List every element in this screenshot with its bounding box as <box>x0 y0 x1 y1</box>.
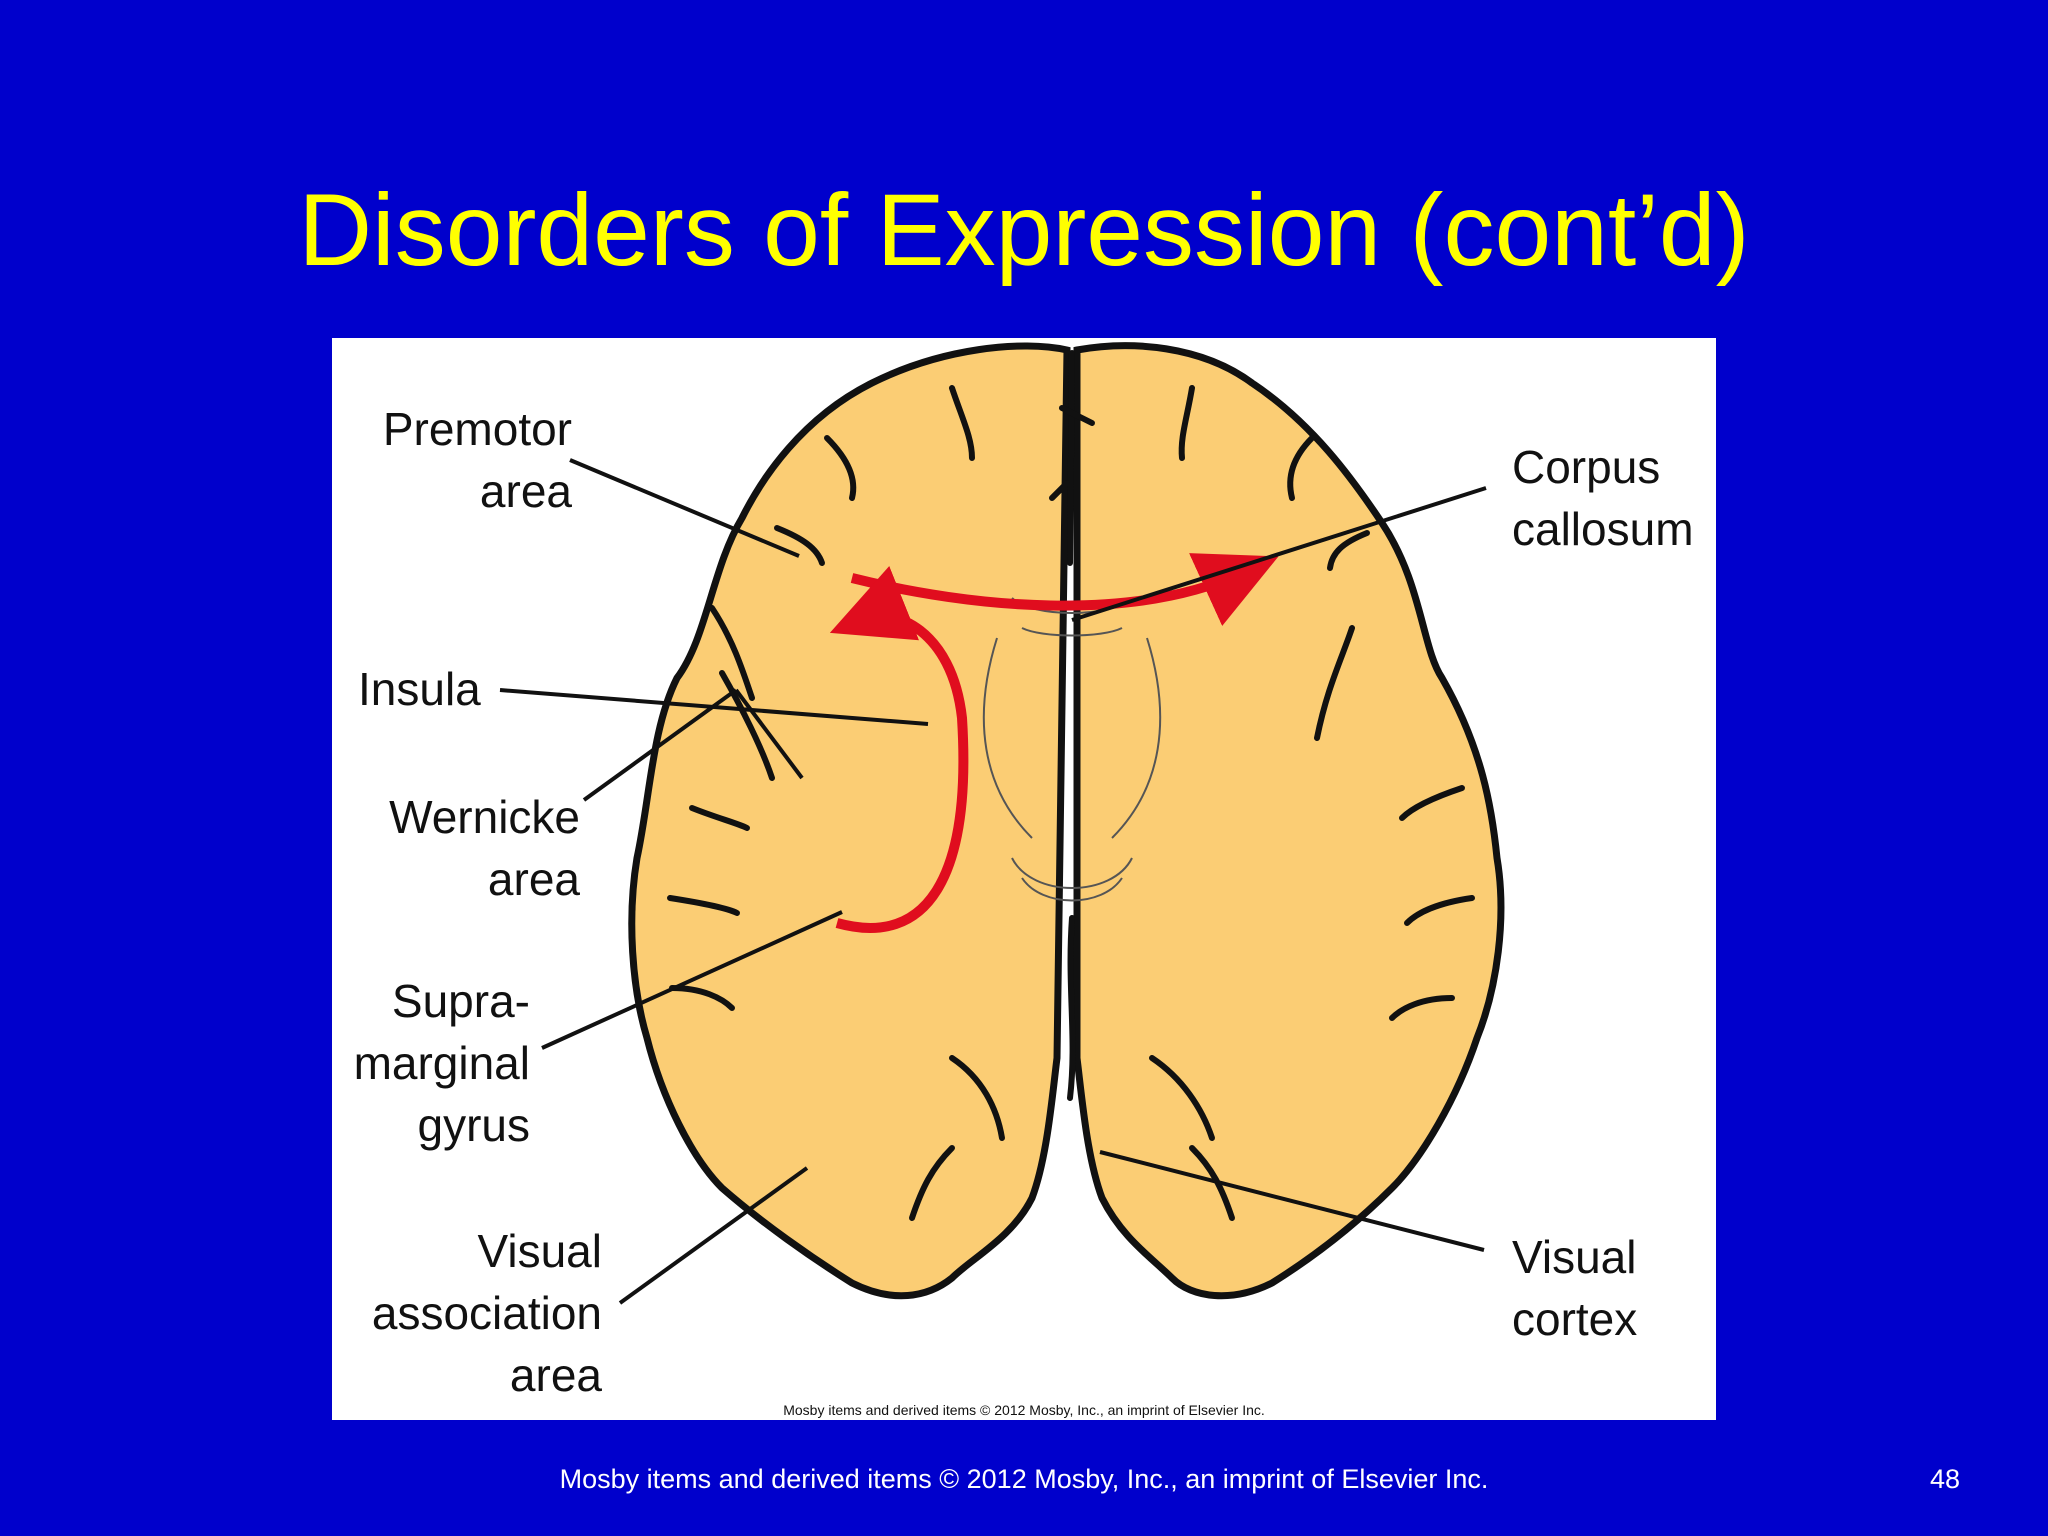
wernicke-leader <box>582 688 738 802</box>
label-visual-cortex: Visual cortex <box>1512 1231 1638 1345</box>
footer-copyright: Mosby items and derived items © 2012 Mos… <box>559 1464 1489 1494</box>
premotor-leader <box>569 458 800 558</box>
supramarginal-leader <box>541 910 843 1050</box>
visual-association-leader <box>618 1166 809 1305</box>
label-supramarginal-gyrus: Supra- marginal gyrus <box>353 975 530 1151</box>
brain-illustration <box>499 342 1505 1305</box>
brain-diagram: Premotor area Insula Wernicke area Supra… <box>332 338 1716 1420</box>
visual-cortex-leader <box>1099 1150 1485 1252</box>
arcuate-arrow <box>829 566 969 933</box>
language-pathway-arrows <box>829 553 1279 933</box>
figure-credit: Mosby items and derived items © 2012 Mos… <box>783 1402 1265 1418</box>
slide-title: Disorders of Expression (cont’d) <box>298 173 1750 287</box>
leader-lines <box>499 458 1487 1305</box>
label-corpus-callosum: Corpus callosum <box>1512 441 1694 555</box>
brain-outline <box>628 342 1505 1300</box>
label-premotor-area: Premotor area <box>382 403 572 517</box>
corpus-callosum-leader <box>1071 486 1487 622</box>
page-number: 48 <box>1929 1464 1960 1494</box>
internal-structures <box>982 597 1162 902</box>
label-visual-association-area: Visual association area <box>371 1225 602 1401</box>
brain-sulci <box>667 350 1475 1221</box>
label-wernicke-area: Wernicke area <box>389 791 580 905</box>
wernicke-leader-2 <box>734 688 804 780</box>
label-insula: Insula <box>358 663 481 715</box>
